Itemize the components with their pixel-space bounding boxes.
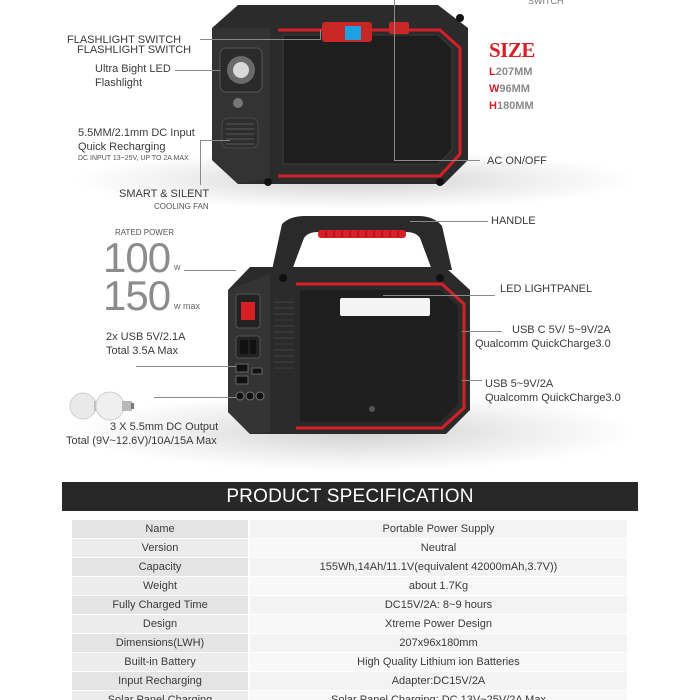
dc-output-callout-line1: 3 X 5.5mm DC Output — [110, 421, 219, 433]
led-flashlight-callout-line1: Ultra Bight LED — [95, 63, 171, 75]
dimension-value: 207MM — [495, 66, 533, 78]
cooling-fan-callout-line1: SMART & SILENT — [119, 188, 210, 200]
dimension-value: 180MM — [496, 100, 534, 112]
leader-line — [462, 331, 502, 332]
leader-line — [175, 70, 220, 71]
leader-line — [320, 30, 321, 40]
led-bulb-icon — [69, 391, 134, 421]
spec-key: Dimensions(LWH) — [72, 633, 250, 653]
spec-value: Xtreme Power Design — [249, 614, 627, 634]
usb-c-callout-line1: USB C 5V/ 5~9V/2A — [512, 324, 611, 336]
spec-key: Weight — [72, 576, 250, 596]
max-power-unit: w max — [174, 301, 201, 311]
spec-value: High Quality Lithium ion Batteries — [249, 652, 627, 672]
dimension-key: L — [489, 66, 496, 78]
rated-power-label: RATED POWER — [115, 228, 174, 237]
leader-line — [184, 270, 236, 271]
usb-qc-callout-line2: Qualcomm QuickCharge3.0 — [485, 392, 621, 404]
spec-key: Capacity — [72, 557, 250, 577]
leader-line — [200, 140, 230, 141]
dimension-height: H180MM — [489, 100, 534, 113]
dimension-key: W — [489, 83, 500, 95]
leader-line — [394, 0, 395, 160]
product-photo-front: RATED POWER 100 w 150 w max HANDLE LED L… — [0, 212, 700, 474]
dc-input-callout-note: DC INPUT 13~25V, UP TO 2A MAX — [78, 155, 189, 162]
max-power-value: 150 — [103, 272, 171, 319]
rated-power-value: 100 — [103, 234, 171, 281]
switch-callout: SWITCH — [528, 0, 564, 6]
dc-output-callout-line2: Total (9V~12.6V)/10A/15A Max — [66, 435, 217, 447]
spec-value: Portable Power Supply — [249, 520, 627, 539]
size-title: SIZE — [489, 38, 535, 62]
spec-key: Name — [72, 520, 250, 539]
led-lightpanel-callout: LED LIGHTPANEL — [500, 283, 593, 295]
power-station-side-illustration — [212, 5, 468, 186]
usb-2x-callout-line2: Total 3.5A Max — [106, 345, 179, 357]
spec-header: PRODUCT SPECIFICATION — [62, 482, 638, 511]
ac-onoff-callout: AC ON/OFF — [487, 155, 547, 167]
spec-value: about 1.7Kg — [249, 576, 627, 596]
spec-value: 155Wh,14Ah/11.1V(equivalent 42000mAh,3.7… — [249, 557, 627, 577]
spec-value: 207x96x180mm — [249, 633, 627, 653]
flashlight-switch-callout-2: FLASHLIGHT SWITCH — [77, 44, 192, 56]
dimension-value: 96MM — [499, 83, 530, 95]
flashlight-switch-callout: FLASHLIGHT SWITCH — [67, 34, 182, 46]
rated-power-unit: w — [174, 262, 181, 272]
dimension-width: W96MM — [489, 83, 530, 96]
table-row: Dimensions(LWH)207x96x180mm — [72, 633, 627, 653]
dimension-length: L207MM — [489, 66, 532, 79]
spec-key: Input Recharging — [72, 671, 250, 691]
usb-qc-callout-line1: USB 5~9V/2A — [485, 378, 554, 390]
leader-line — [200, 39, 320, 40]
spec-key: Solar Panel Charging — [72, 690, 250, 700]
spec-key: Version — [72, 538, 250, 558]
power-station-front-illustration — [69, 216, 470, 434]
leader-line — [154, 397, 236, 398]
leader-line — [394, 160, 480, 161]
leader-line — [136, 366, 236, 367]
spec-key: Built-in Battery — [72, 652, 250, 672]
leader-line — [200, 140, 201, 185]
usb-c-callout-line2: Qualcomm QuickCharge3.0 — [475, 338, 611, 350]
led-flashlight-callout-line2: Flashlight — [95, 77, 143, 89]
dc-input-callout-line2: Quick Recharging — [78, 141, 166, 153]
handle-callout: HANDLE — [491, 215, 536, 227]
spec-value: Neutral — [249, 538, 627, 558]
leader-line — [383, 295, 495, 296]
spec-value: Solar Panel Charging: DC 13V~25V/2A Max — [249, 690, 627, 700]
spec-key: Fully Charged Time — [72, 595, 250, 615]
spec-key: Design — [72, 614, 250, 634]
dimension-key: H — [489, 100, 497, 112]
spec-value: DC15V/2A: 8~9 hours — [249, 595, 627, 615]
spec-value: Adapter:DC15V/2A — [249, 671, 627, 691]
usb-2x-callout-line1: 2x USB 5V/2.1A — [106, 331, 186, 343]
cooling-fan-callout-line2: COOLING FAN — [154, 202, 209, 211]
leader-line — [462, 380, 482, 381]
dc-input-callout-line1: 5.5MM/2.1mm DC Input — [78, 127, 195, 139]
product-photo-side: SWITCH FLASHLIGHT SWITCH FLASHLIGHT SWIT… — [0, 0, 700, 211]
leader-line — [410, 221, 488, 222]
